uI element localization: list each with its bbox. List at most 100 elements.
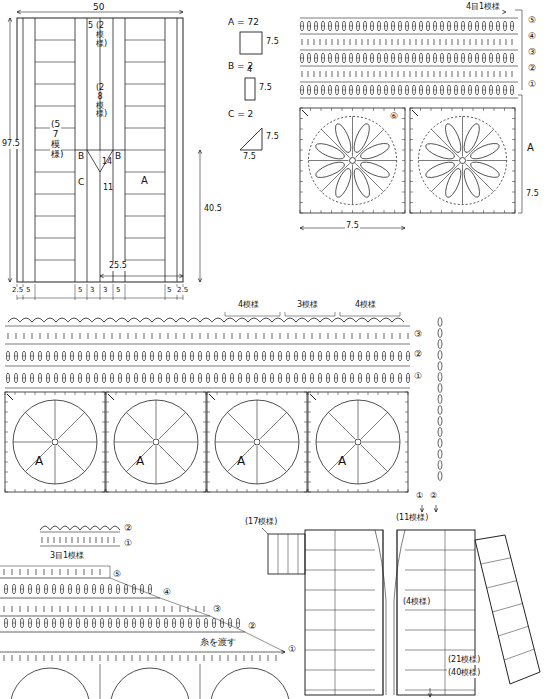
stitch-bar <box>29 623 32 624</box>
motif-spoke <box>357 160 397 161</box>
row-line <box>300 34 518 35</box>
stitch-bar <box>71 356 74 357</box>
stitch-oval <box>391 21 394 31</box>
edge-tick <box>308 489 309 492</box>
stitch-mark <box>156 606 157 612</box>
stitch-oval <box>164 618 167 628</box>
edge-tick <box>410 118 413 119</box>
stitch-bar <box>103 356 106 357</box>
stitch-bar <box>205 623 208 624</box>
motif-spoke <box>227 445 254 472</box>
stitch-mark <box>100 606 101 612</box>
stitch-oval <box>342 53 345 63</box>
stitch-oval <box>62 373 65 383</box>
stitch-mark <box>76 655 77 661</box>
stitch-mark <box>78 537 79 543</box>
stitch-oval <box>92 618 95 628</box>
edge-tick <box>102 462 105 463</box>
stitch-oval <box>398 373 401 383</box>
chain-stitch <box>438 439 442 448</box>
stitch-bar <box>47 356 50 357</box>
stitch-mark <box>376 333 377 339</box>
stitch-mark <box>428 39 429 45</box>
stitch-mark <box>398 71 399 77</box>
arrow-head <box>198 278 201 282</box>
stitch-bar <box>239 356 242 357</box>
chart-label: 5 <box>88 22 93 31</box>
edge-tick <box>512 192 515 193</box>
stitch-oval <box>382 373 385 383</box>
edge-tick <box>207 442 210 443</box>
slope-line <box>245 632 285 652</box>
motif-spoke <box>352 116 353 156</box>
stitch-oval <box>349 53 352 63</box>
chain-stitch <box>438 384 442 393</box>
stitch-bar <box>175 378 178 379</box>
stitch-mark <box>488 39 489 45</box>
stitch-oval <box>132 584 135 594</box>
edge-tick <box>300 129 303 130</box>
stitch-oval <box>180 618 183 628</box>
chart-label: 11 <box>103 184 113 193</box>
stitch-mark <box>68 655 69 661</box>
edge-tick <box>257 489 258 492</box>
corner-chain <box>412 110 418 116</box>
stitch-mark <box>470 71 471 77</box>
stitch-bar <box>229 623 232 624</box>
motif-letter: A <box>35 454 43 468</box>
chart-label: 3 <box>89 287 95 295</box>
chart-label: 2.5 <box>176 287 189 295</box>
stitch-oval <box>102 373 105 383</box>
chain-stitch <box>438 417 442 426</box>
stitch-bar <box>399 356 402 357</box>
stitch-bar <box>85 589 88 590</box>
stitch-oval <box>86 373 89 383</box>
edge-tick <box>277 392 278 395</box>
edge-tick <box>310 108 311 111</box>
chart-label: 50 <box>93 3 104 13</box>
edge-tick <box>102 482 105 483</box>
stitch-mark <box>4 569 5 575</box>
stitch-oval <box>350 373 353 383</box>
motif-row <box>498 626 528 636</box>
corner-chain <box>310 394 316 400</box>
chart-label: 97.5 <box>1 140 21 149</box>
edge-tick <box>308 412 311 413</box>
stitch-mark <box>338 39 339 45</box>
stitch-mark <box>172 606 173 612</box>
chart-label: B <box>78 152 84 162</box>
stitch-mark <box>28 655 29 661</box>
chart-label: ② <box>414 350 422 360</box>
edge-tick <box>207 412 210 413</box>
stitch-mark <box>304 333 305 339</box>
edge-tick <box>105 489 106 492</box>
edge-tick <box>106 392 109 393</box>
edge-tick <box>410 150 413 151</box>
stitch-bar <box>199 378 202 379</box>
edge-tick <box>207 452 210 453</box>
dimension-line <box>100 276 183 277</box>
motif-row <box>288 534 289 574</box>
stitch-oval <box>142 351 145 361</box>
stitch-oval <box>134 373 137 383</box>
stitch-mark <box>312 333 313 339</box>
stitch-oval <box>370 53 373 63</box>
stitch-bar <box>191 356 194 357</box>
dimension-line <box>200 150 201 282</box>
edge-tick <box>227 489 228 492</box>
stitch-mark <box>60 537 61 543</box>
slope-line <box>110 578 160 598</box>
chain-stitch <box>438 450 442 459</box>
corner-chain <box>209 394 215 400</box>
edge-tick <box>308 472 311 473</box>
motif-row <box>298 534 299 574</box>
motif-spoke <box>358 446 359 484</box>
stitch-oval <box>36 584 39 594</box>
motif-ring <box>215 400 299 484</box>
stitch-bar <box>350 58 353 59</box>
stitch-mark <box>224 333 225 339</box>
edge-tick <box>55 489 56 492</box>
stitch-oval <box>370 85 373 95</box>
stitch-oval <box>212 618 215 628</box>
edge-tick <box>515 210 516 213</box>
